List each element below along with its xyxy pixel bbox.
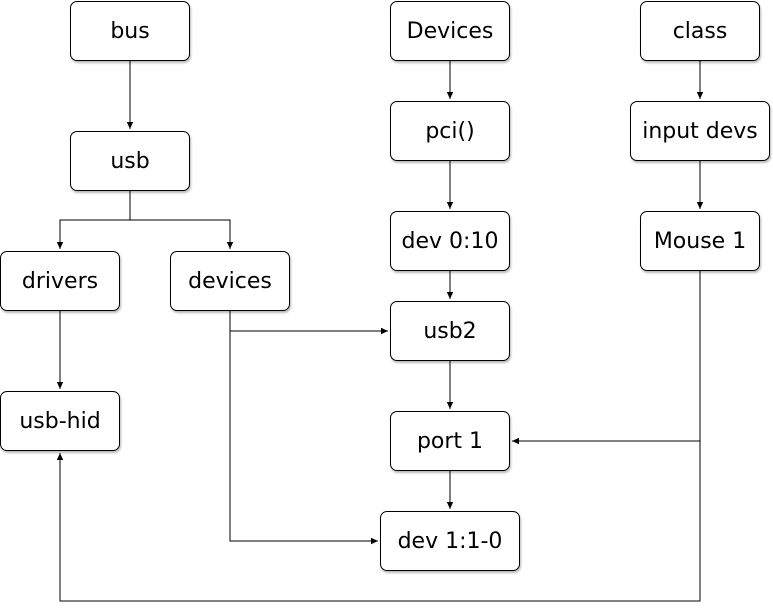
edge-mouse-1-usb-hid (56, 441, 701, 602)
node-drivers: drivers (0, 251, 120, 311)
node-mouse-1-label: Mouse 1 (653, 228, 747, 254)
node-usb-label: usb (110, 148, 150, 174)
edge-usb-devices (130, 219, 234, 249)
node-pci-label: pci() (425, 118, 475, 144)
node-devices-root-label: Devices (406, 18, 494, 44)
node-bus: bus (70, 1, 190, 61)
node-devices-root: Devices (390, 1, 510, 61)
node-usb: usb (70, 131, 190, 191)
node-pci: pci() (390, 101, 510, 161)
edge-usb-drivers (56, 191, 131, 249)
node-usb2: usb2 (390, 301, 510, 361)
node-dev-1-1-0: dev 1:1-0 (380, 511, 520, 571)
node-dev-1-1-0-label: dev 1:1-0 (397, 528, 503, 554)
node-devices-label: devices (188, 268, 272, 294)
node-usb-hid: usb-hid (0, 391, 120, 451)
node-port-1-label: port 1 (416, 428, 484, 454)
edge-devices-usb2 (229, 311, 388, 335)
node-dev-0-10: dev 0:10 (390, 211, 510, 271)
node-class-label: class (672, 18, 728, 44)
node-input-devs: input devs (630, 101, 770, 161)
node-input-devs-label: input devs (642, 118, 758, 144)
node-usb2-label: usb2 (423, 318, 477, 344)
edge-mouse-1-port-1 (512, 271, 701, 445)
edge-devices-dev-1-1-0 (229, 331, 378, 545)
node-drivers-label: drivers (21, 268, 99, 294)
node-bus-label: bus (110, 18, 150, 44)
node-usb-hid-label: usb-hid (19, 408, 101, 434)
node-dev-0-10-label: dev 0:10 (401, 228, 499, 254)
node-class: class (640, 1, 760, 61)
node-mouse-1: Mouse 1 (640, 211, 760, 271)
node-devices: devices (170, 251, 290, 311)
node-port-1: port 1 (390, 411, 510, 471)
